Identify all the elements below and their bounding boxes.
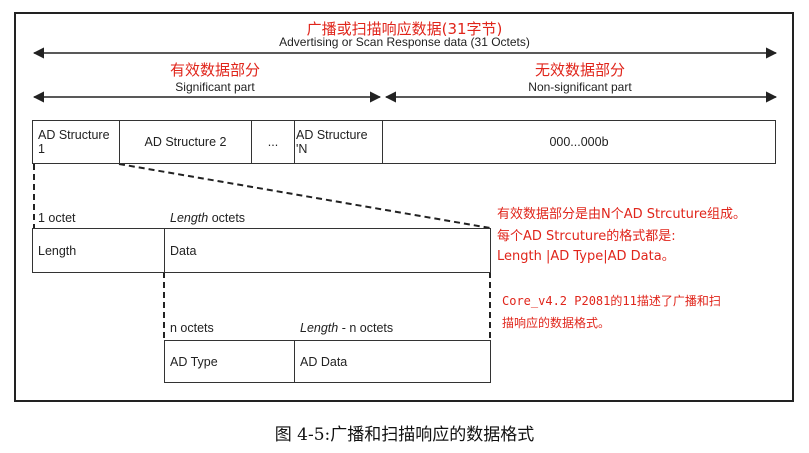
nonsignificant-label-cn: 无效数据部分 (534, 61, 625, 79)
length-octets-label: Length octets (170, 211, 245, 225)
length-italic-2: Length (300, 321, 339, 335)
core-note-line-1: Core_v4.2 P2081的11描述了广播和扫 (502, 294, 721, 308)
ad-structure-1-cell: AD Structure 1 (32, 120, 120, 164)
title-english: Advertising or Scan Response data (31 Oc… (279, 35, 530, 49)
ad-structure-2-cell: AD Structure 2 (119, 120, 252, 164)
minus-n-octets-text: - n octets (338, 321, 394, 335)
zoom-line-right (118, 163, 491, 229)
length-cell: Length (32, 228, 165, 273)
data-cell: Data (164, 228, 491, 273)
note-line-2: 每个AD Strcuture的格式都是: (497, 229, 676, 244)
nonsignificant-label-en: Non-significant part (528, 80, 632, 94)
note-line-3: Length |AD Type|AD Data。 (497, 249, 675, 264)
ad-data-cell: AD Data (294, 340, 491, 383)
ad-structure-ellipsis-cell: ... (251, 120, 295, 164)
note-line-1: 有效数据部分是由N个AD Strcuture组成。 (497, 207, 746, 222)
octets-text: octets (208, 211, 246, 225)
ad-type-cell: AD Type (164, 340, 295, 383)
one-octet-label: 1 octet (38, 211, 76, 225)
core-note-line-2: 描响应的数据格式。 (502, 316, 611, 330)
ad-structure-n-cell: AD Structure 'N (294, 120, 383, 164)
significant-label-en: Significant part (175, 80, 255, 94)
significant-label-cn: 有效数据部分 (169, 61, 260, 79)
title-chinese: 广播或扫描响应数据(31字节) (306, 20, 503, 38)
zero-padding-cell: 000...000b (382, 120, 776, 164)
figure-frame (14, 12, 794, 402)
length-italic: Length (170, 211, 209, 225)
n-octets-label: n octets (170, 321, 214, 335)
figure-caption: 图 4-5:广播和扫描响应的数据格式 (274, 425, 535, 445)
length-minus-n-label: Length - n octets (300, 321, 393, 335)
